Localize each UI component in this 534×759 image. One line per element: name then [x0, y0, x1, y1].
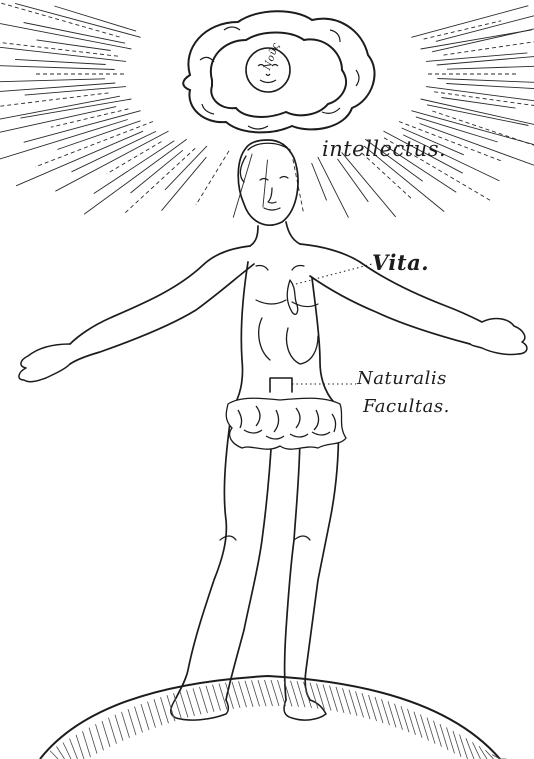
ray-line — [342, 152, 396, 217]
hatch-line — [330, 686, 338, 712]
hatch-line — [135, 707, 143, 733]
hatch-line — [310, 683, 318, 709]
hatch-line — [291, 681, 299, 707]
ray-line — [0, 96, 120, 119]
ray-line — [0, 120, 128, 160]
hatch-line — [122, 712, 130, 738]
ray-line — [263, 160, 268, 208]
hatch-line — [193, 688, 201, 714]
hatch-line — [466, 738, 474, 759]
ray-line — [124, 148, 195, 214]
ray-line — [35, 122, 153, 167]
label-naturalis: Naturalis — [357, 368, 447, 389]
hatch-line — [258, 680, 266, 706]
ray-line — [107, 142, 162, 174]
hatch-line — [323, 685, 331, 711]
hatch-line — [174, 693, 182, 719]
hatch-line — [473, 742, 481, 759]
hatch-line — [70, 739, 78, 759]
hatch-line — [219, 684, 227, 710]
ray-line — [37, 40, 111, 51]
ray-line — [72, 131, 156, 171]
label-intellectus: intellectus. — [322, 137, 446, 161]
hatch-line — [252, 680, 260, 706]
cloud-ring — [183, 11, 374, 132]
ray-line — [318, 157, 349, 218]
ray-line — [15, 3, 141, 37]
hatch-line — [187, 690, 195, 716]
hatch-line — [109, 718, 117, 744]
leaf-girdle — [226, 398, 346, 449]
hatch-line — [96, 724, 104, 750]
globe-ground — [40, 676, 500, 759]
ray-line — [312, 163, 327, 200]
hatch-line — [206, 686, 214, 712]
hatch-line — [57, 747, 65, 759]
hatch-line — [141, 704, 149, 730]
ray-line — [426, 87, 534, 101]
hatch-line — [148, 702, 156, 728]
hatch-line — [336, 687, 344, 713]
ray-line — [162, 157, 207, 211]
hatch-line — [297, 681, 305, 707]
globe-hatching — [50, 680, 507, 759]
hatch-line — [213, 685, 221, 711]
hatch-line — [76, 735, 84, 759]
hatch-line — [102, 721, 110, 747]
hatch-line — [265, 680, 273, 706]
hatch-line — [50, 751, 58, 759]
label-facultas: Facultas. — [363, 396, 450, 417]
hatch-line — [180, 692, 188, 718]
label-vita: Vita. — [372, 250, 429, 275]
hatch-line — [128, 709, 136, 735]
hatch-line — [154, 699, 162, 725]
hatch-line — [200, 687, 208, 713]
ray-line — [0, 93, 109, 106]
ray-line — [165, 146, 207, 190]
ray-line — [0, 66, 115, 70]
ray-line — [432, 29, 534, 52]
hatch-line — [161, 697, 169, 723]
ray-line — [447, 66, 534, 69]
hatch-line — [245, 681, 253, 707]
hatch-line — [63, 743, 71, 759]
ray-line — [196, 151, 229, 205]
ray-line — [54, 6, 136, 31]
ray-line — [0, 79, 105, 82]
ray-line — [25, 87, 126, 96]
ray-line — [84, 139, 187, 214]
hatch-line — [232, 682, 240, 708]
hatch-line — [239, 681, 247, 707]
ray-line — [437, 57, 534, 65]
leader-lines — [292, 264, 372, 384]
ray-line — [446, 84, 534, 89]
hatch-line — [479, 746, 487, 759]
ray-line — [426, 53, 527, 62]
hatch-line — [304, 682, 312, 708]
hatch-line — [271, 680, 279, 706]
ray-line — [437, 79, 534, 83]
hatch-line — [167, 695, 175, 721]
hatch-line — [115, 715, 123, 741]
hatch-line — [83, 731, 91, 757]
ray-line — [131, 150, 183, 193]
ray-line — [0, 83, 115, 91]
ray-line — [15, 59, 106, 64]
hatch-line — [89, 728, 97, 754]
